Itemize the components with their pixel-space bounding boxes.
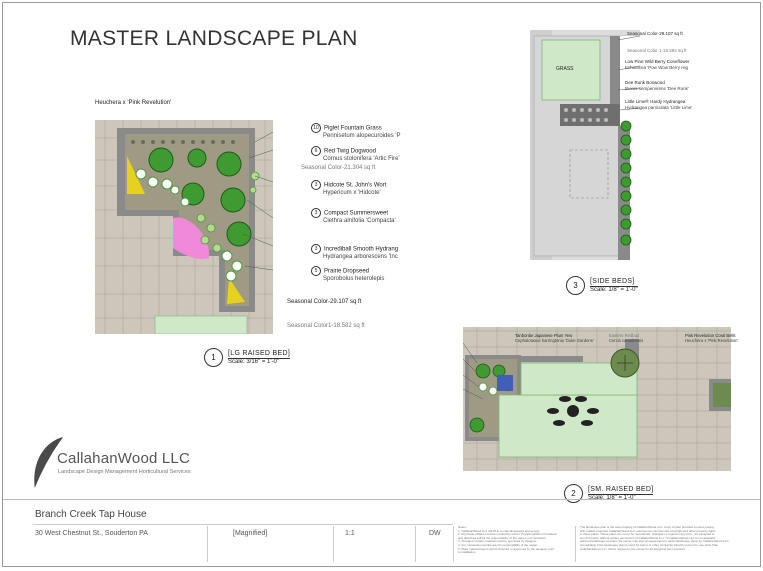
lg-seasonal-1: Seasonal Color-21.304 sq ft (301, 165, 376, 171)
side-seasonal-a: Seasonal Color-29.107 sq ft (627, 31, 683, 36)
side-grass-label: GRASS (556, 66, 574, 72)
drawn-by: DW (429, 530, 441, 537)
view-label-lg-raised-bed: 1 [LG RAISED BED] Scale: 3/16" = 1'-0" (204, 348, 291, 367)
sm-raised-bed-plan (463, 319, 731, 471)
company-name: CallahanWood LLC (57, 450, 191, 467)
side-beds-plan (530, 30, 640, 260)
lg-raised-bed-plan (95, 98, 273, 334)
copyright-block: The landscape plan is the sole property … (580, 525, 730, 551)
view-number: 1 (204, 348, 223, 367)
company-tagline: Landscape Design Management Horticultura… (58, 469, 191, 475)
notes-block: Notes: 1. CallahanWood LLC will fill in … (458, 525, 557, 555)
scale-label: 1:1 (345, 530, 355, 537)
view-scale: Scale: 3/16" = 1'-0" (228, 359, 279, 365)
view-title: [SM. RAISED BED] (588, 486, 654, 495)
lg-seasonal-2: Seasonal Color-29.107 sq ft (287, 299, 362, 305)
view-label-sm-raised-bed: 2 [SM. RAISED BED] Scale: 1/8" = 1'-0" (564, 484, 654, 503)
leaf-logo-icon (34, 437, 63, 490)
lg-seasonal-3: Seasonal Color1-18.582 sq ft (287, 323, 365, 329)
view-scale: Scale: 1/8" = 1'-0" (588, 495, 636, 501)
project-name: Branch Creek Tap House (35, 509, 147, 520)
view-title: [LG RAISED BED] (228, 350, 291, 359)
project-address: 30 West Chestnut St., Souderton PA (35, 530, 148, 537)
view-number: 3 (566, 276, 585, 295)
title-block: Branch Creek Tap House 30 West Chestnut … (3, 499, 760, 566)
view-title: [SIDE BEDS] (590, 278, 638, 287)
view-label-side-beds: 3 [SIDE BEDS] Scale: 1/8" = 1'-0" (566, 276, 638, 295)
side-seasonal-b: Seasonal Color 1-18.582 sq ft (627, 48, 687, 53)
view-number: 2 (564, 484, 583, 503)
view-scale: Scale: 1/8" = 1'-0" (590, 287, 638, 293)
sheet-title: MASTER LANDSCAPE PLAN (70, 27, 358, 50)
lg-top-label: Heuchera x 'Pink Revelution' (95, 100, 172, 106)
company-logo: CallahanWood LLC Landscape Design Manage… (27, 435, 237, 495)
magnified-label: [Magnified] (233, 530, 268, 537)
